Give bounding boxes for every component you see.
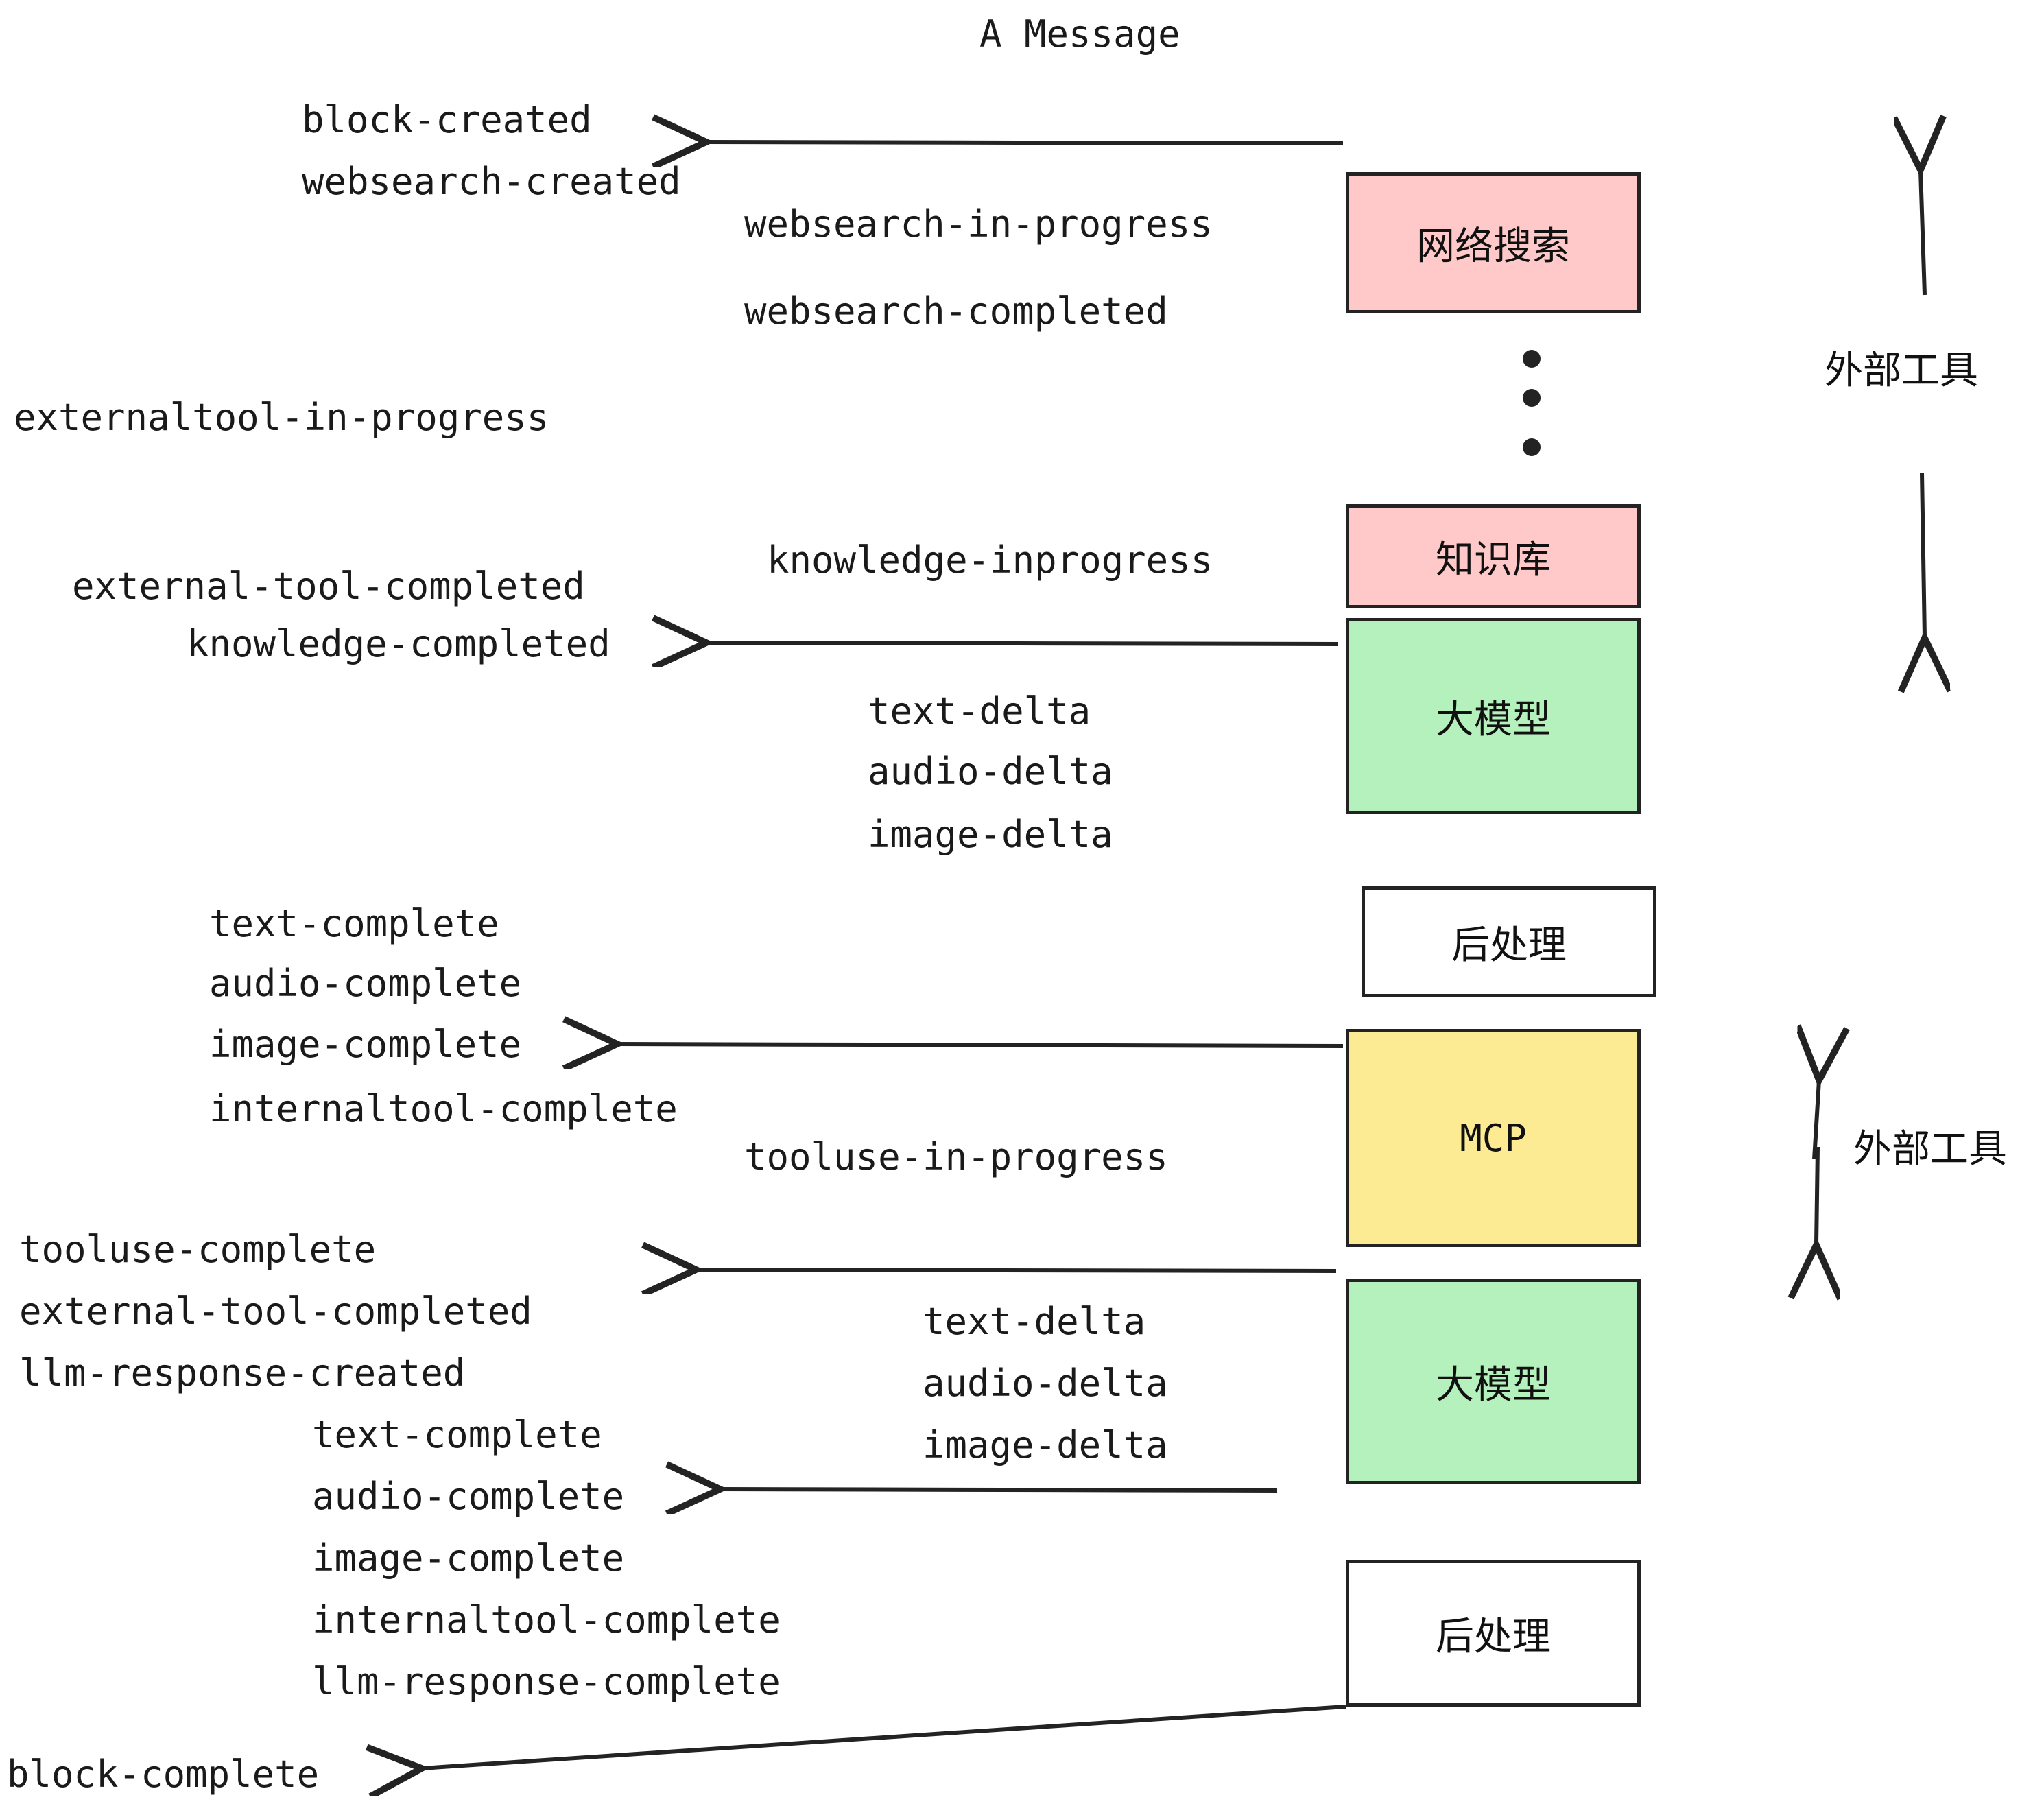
event-label-websearch-in-progress: websearch-in-progress (744, 202, 1213, 246)
arrow-knowledge-to-events (706, 643, 1338, 644)
node-llm-2-label: 大模型 (1436, 1362, 1551, 1408)
event-label-internaltool-complete-1: internaltool-complete (209, 1087, 678, 1130)
external-tool-range-top-down-icon (1922, 473, 1925, 638)
event-label-text-complete-1: text-complete (209, 902, 499, 945)
node-llm-1-label: 大模型 (1436, 697, 1551, 742)
event-label-image-delta-1: image-delta (868, 813, 1113, 856)
ellipsis-dot-1 (1523, 350, 1541, 368)
node-mcp-label: MCP (1460, 1116, 1527, 1160)
event-label-websearch-created: websearch-created (302, 160, 681, 203)
event-label-block-complete: block-complete (7, 1753, 320, 1796)
event-label-audio-complete-2: audio-complete (312, 1475, 625, 1518)
node-websearch[interactable]: 网络搜索 (1346, 172, 1641, 313)
event-label-text-delta-1: text-delta (868, 689, 1091, 733)
node-llm-1[interactable]: 大模型 (1346, 618, 1641, 814)
event-label-tooluse-in-progress: tooluse-in-progress (744, 1135, 1168, 1178)
external-tool-range-top-up-icon (1921, 170, 1925, 296)
event-label-block-created: block-created (302, 98, 592, 141)
page-title: A Message (979, 12, 1180, 56)
ellipsis-dot-3 (1523, 438, 1541, 456)
external-tool-range-bottom-up-icon (1814, 1080, 1819, 1160)
arrow-llm2-to-events (720, 1489, 1278, 1491)
ellipsis-dot-2 (1523, 389, 1541, 407)
node-llm-2[interactable]: 大模型 (1346, 1279, 1641, 1484)
node-postprocess-2[interactable]: 后处理 (1346, 1560, 1641, 1707)
event-label-external-tool-completed-1: external-tool-completed (72, 565, 585, 608)
event-label-websearch-completed: websearch-completed (744, 289, 1168, 333)
arrow-mcp-to-events (696, 1270, 1337, 1271)
node-postprocess-1[interactable]: 后处理 (1362, 886, 1656, 997)
event-label-internaltool-complete-2: internaltool-complete (312, 1598, 781, 1641)
side-label-external-tool-bottom: 外部工具 (1853, 1127, 2007, 1172)
event-label-llm-response-created: llm-response-created (19, 1351, 466, 1394)
event-label-knowledge-completed: knowledge-completed (187, 622, 610, 665)
event-label-text-delta-2: text-delta (923, 1300, 1146, 1343)
node-postprocess-1-label: 后处理 (1451, 923, 1567, 968)
arrow-postprocess2-to-block (422, 1705, 1346, 1768)
event-label-audio-complete-1: audio-complete (209, 962, 522, 1005)
node-mcp[interactable]: MCP (1346, 1029, 1641, 1247)
node-knowledge-label: 知识库 (1436, 537, 1551, 582)
arrow-websearch-to-events (706, 142, 1344, 143)
event-label-llm-response-complete: llm-response-complete (312, 1660, 781, 1703)
event-label-image-complete-2: image-complete (312, 1536, 625, 1580)
event-label-knowledge-inprogress: knowledge-inprogress (767, 538, 1213, 582)
node-websearch-label: 网络搜索 (1416, 224, 1570, 269)
node-postprocess-2-label: 后处理 (1436, 1614, 1551, 1659)
event-label-text-complete-2: text-complete (312, 1413, 602, 1456)
node-knowledge[interactable]: 知识库 (1346, 504, 1641, 608)
event-label-audio-delta-1: audio-delta (868, 750, 1113, 793)
event-label-externaltool-in-progress: externaltool-in-progress (14, 396, 549, 439)
event-label-audio-delta-2: audio-delta (923, 1362, 1168, 1405)
event-label-image-delta-2: image-delta (923, 1423, 1168, 1467)
side-label-external-tool-top: 外部工具 (1825, 348, 1978, 393)
external-tool-range-bottom-down-icon (1816, 1146, 1818, 1245)
arrow-postprocess1-to-events (617, 1044, 1344, 1046)
event-label-image-complete-1: image-complete (209, 1023, 522, 1066)
event-label-tooluse-complete: tooluse-complete (19, 1228, 377, 1271)
event-label-external-tool-completed-2: external-tool-completed (19, 1290, 532, 1333)
